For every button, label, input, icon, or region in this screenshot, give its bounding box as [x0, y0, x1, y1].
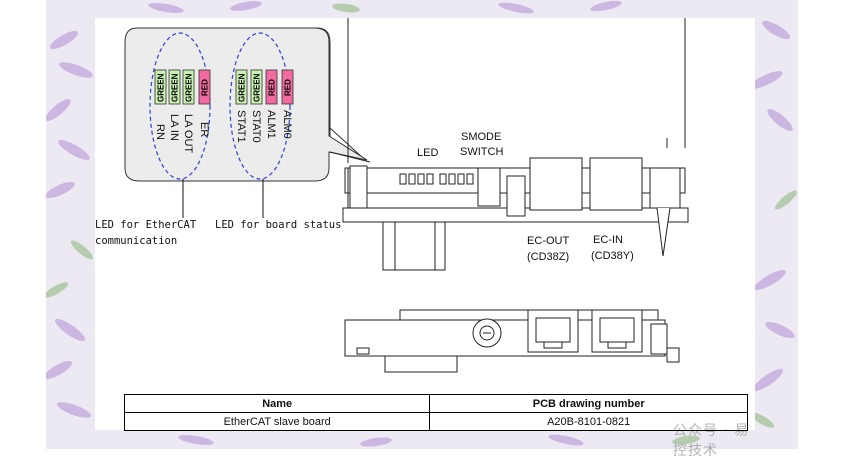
led-la-in-color: GREEN [171, 73, 180, 102]
document-page: GREEN GREEN GREEN RED RN LA IN LA OUT ER… [95, 18, 755, 459]
led-alm1-name: ALM1 [265, 110, 277, 139]
led-ethercat-label-1: LED for EtherCAT [95, 219, 197, 231]
led-stat1-name: STAT1 [235, 110, 247, 143]
ethercat-led-group [149, 32, 211, 180]
led-alm0-name: ALM0 [281, 110, 293, 139]
board-side-view [329, 18, 689, 271]
leaf-decoration [46, 0, 798, 447]
ethercat-leds: GREEN GREEN GREEN RED RN LA IN LA OUT ER [154, 69, 211, 153]
board-diagram: GREEN GREEN GREEN RED RN LA IN LA OUT ER… [95, 18, 689, 373]
board-leds: GREEN GREEN RED RED STAT1 STAT0 ALM1 ALM… [235, 69, 294, 143]
led-alm0-color: RED [284, 79, 293, 96]
led-er-color: RED [201, 79, 210, 96]
led-alm0 [281, 69, 294, 105]
ec-out-label: EC-OUT [527, 235, 569, 247]
led-stat0 [250, 69, 263, 105]
ec-out-code: (CD38Z) [527, 251, 569, 263]
led-la-out-color: GREEN [185, 73, 194, 102]
led-ethercat-label-2: communication [95, 235, 177, 247]
smode-text-1: SMODE [461, 131, 501, 143]
table-header-pcb: PCB drawing number [429, 394, 748, 413]
led-rn-name: RN [154, 124, 166, 140]
table-row: EtherCAT slave board A20B-8101-0821 [123, 412, 748, 431]
led-la-out [182, 69, 195, 105]
led-rn [154, 69, 167, 105]
led-er [198, 69, 211, 105]
led-alm1-color: RED [268, 79, 277, 96]
led-stat0-color: GREEN [253, 73, 262, 102]
led-stat1 [235, 69, 248, 105]
smode-text-2: SWITCH [460, 146, 503, 158]
ec-in-code: (CD38Y) [591, 250, 634, 262]
led-er-name: ER [198, 122, 210, 137]
led-la-out-name: LA OUT [182, 114, 194, 153]
led-alm1 [265, 69, 278, 105]
callout-body [124, 27, 368, 182]
table-cell-pcb: A20B-8101-0821 [429, 412, 748, 431]
board-top-view [344, 309, 680, 373]
board-led-group [229, 32, 291, 180]
led-stat0-name: STAT0 [250, 110, 262, 143]
ec-in-label: EC-IN [593, 234, 623, 246]
table-header-name: Name [123, 394, 431, 413]
table-cell-name: EtherCAT slave board [123, 412, 431, 431]
led-la-in-name: LA IN [168, 114, 180, 141]
led-text: LED [417, 147, 438, 159]
led-stat1-color: GREEN [238, 73, 247, 102]
led-rn-color: GREEN [157, 73, 166, 102]
table-header-row: Name PCB drawing number [123, 394, 748, 413]
led-board-label: LED for board status [215, 219, 341, 231]
pcb-table: Name PCB drawing number EtherCAT slave b… [123, 394, 748, 431]
led-la-in [168, 69, 181, 105]
